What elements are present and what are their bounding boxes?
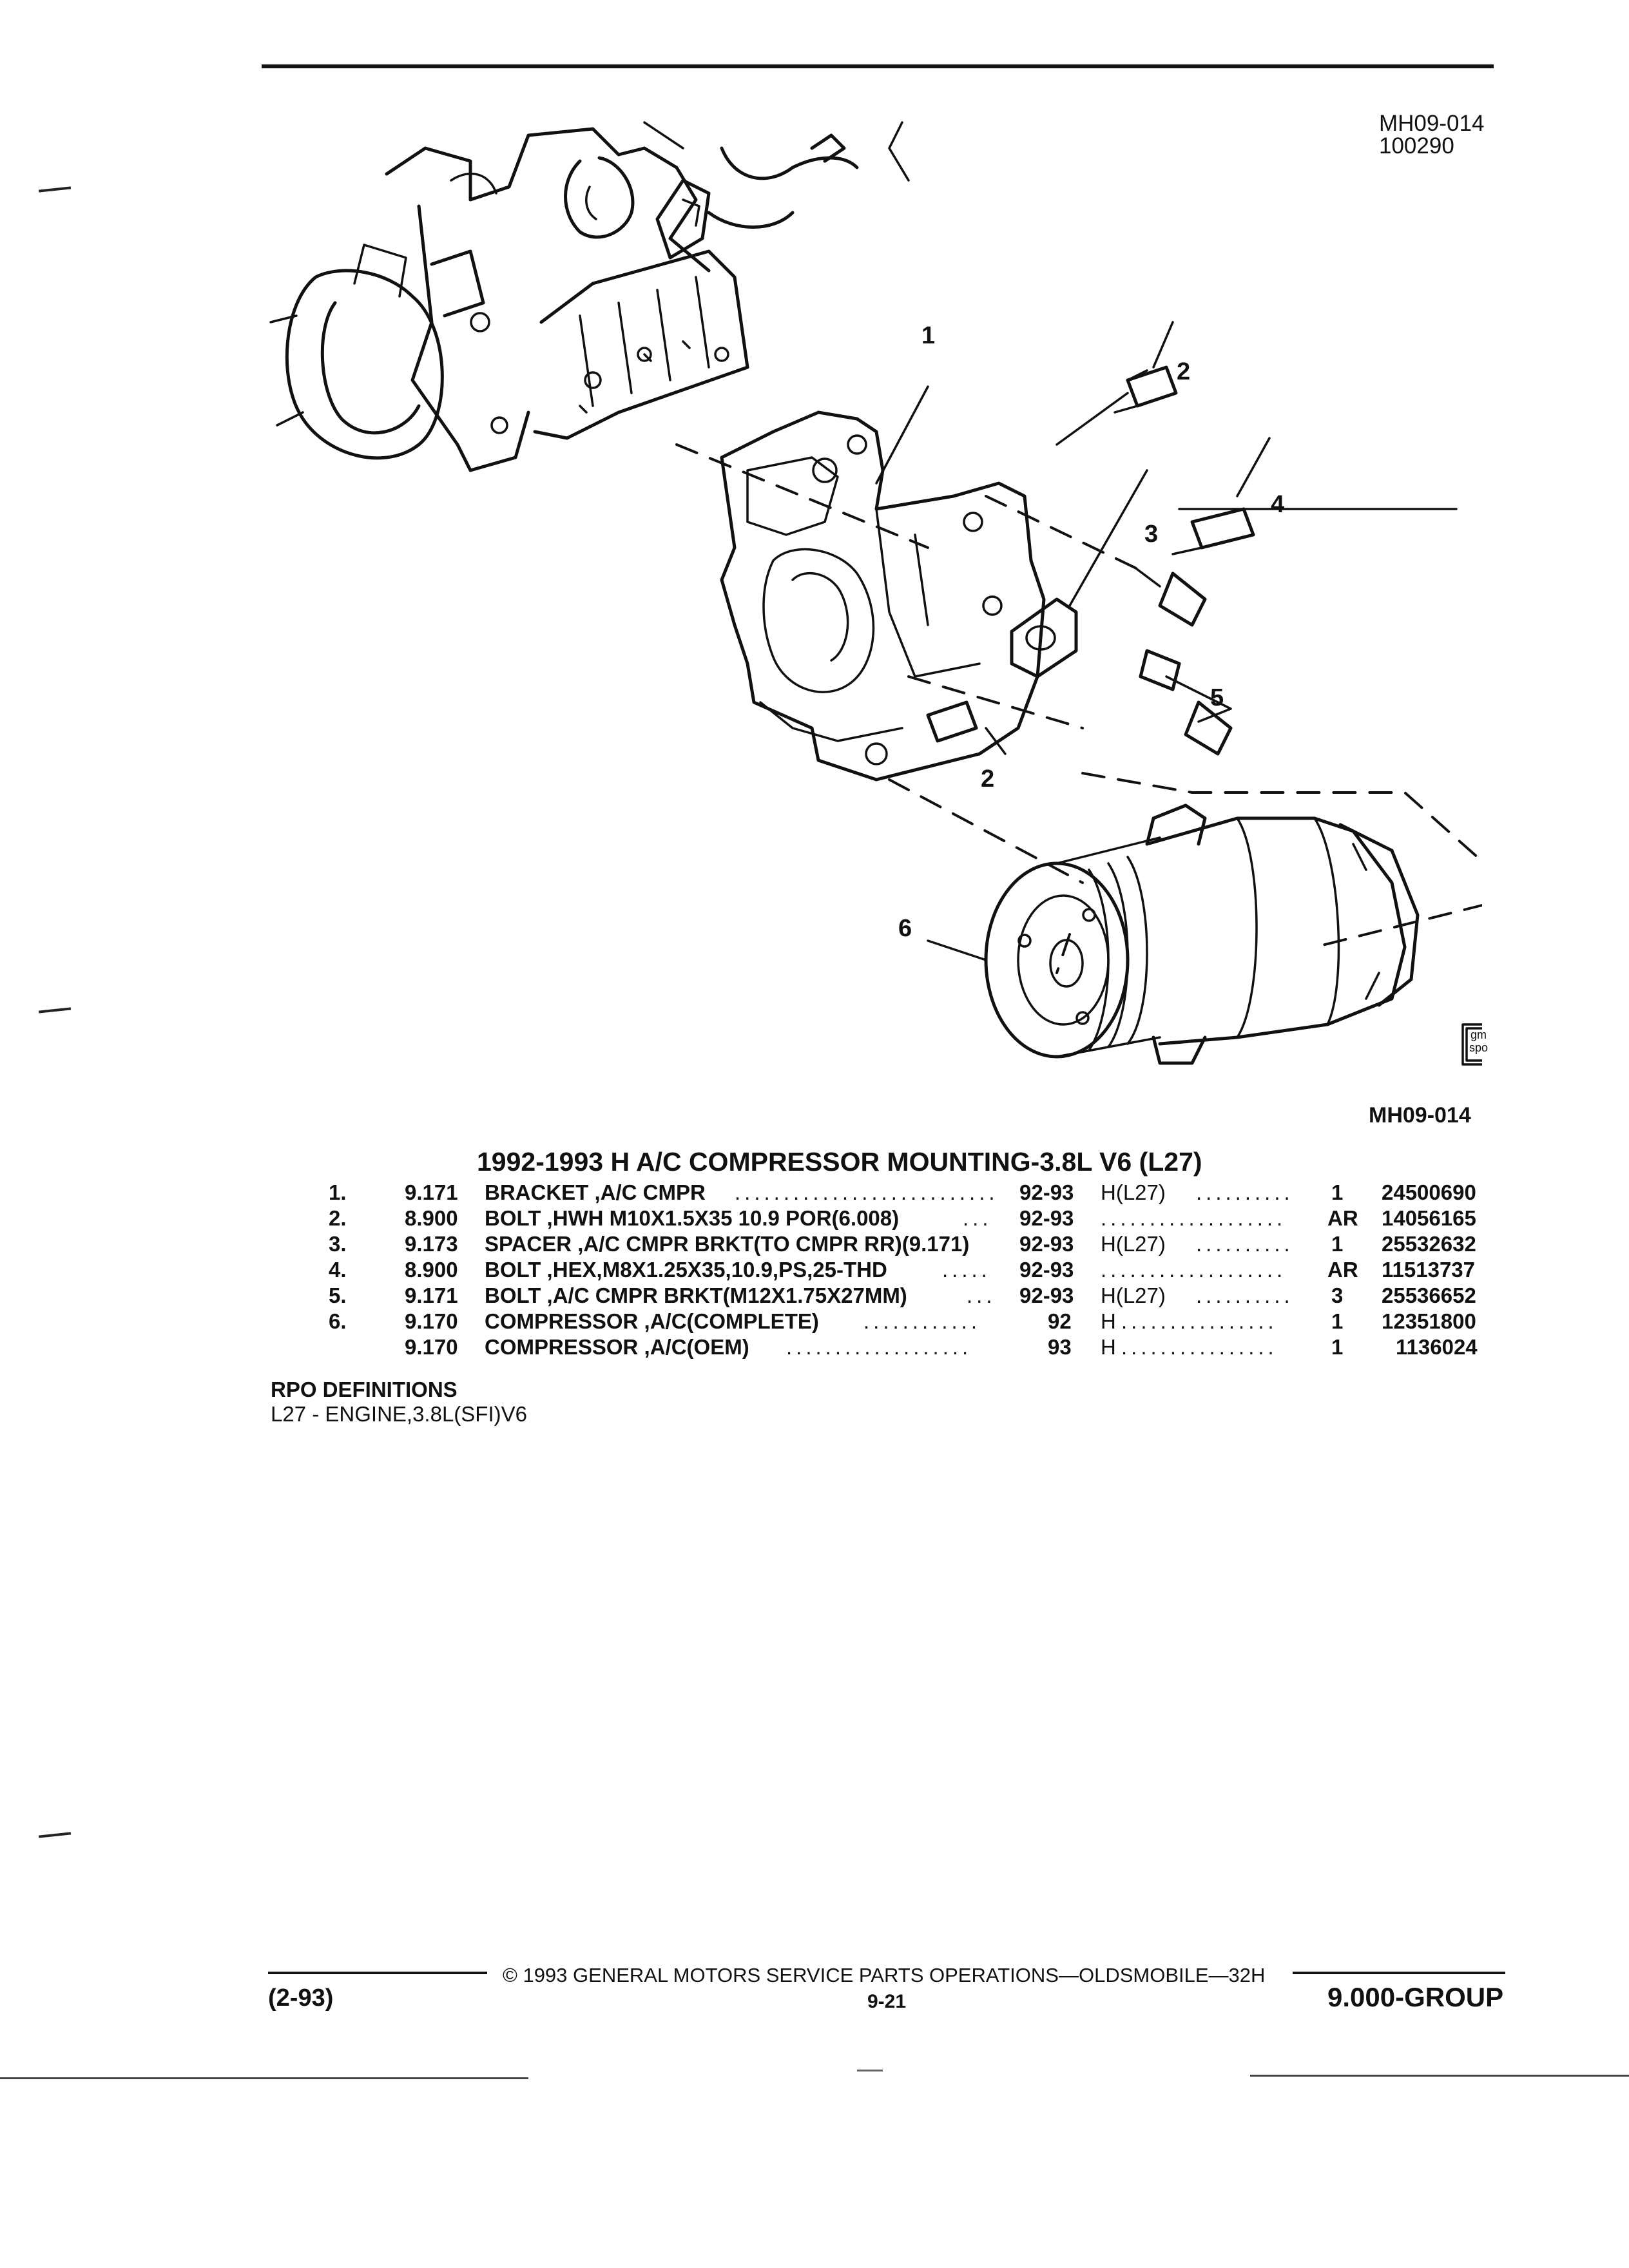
part-number: 25532632 [1382,1232,1476,1256]
model-years: 92-93 [1019,1180,1074,1204]
spacer-illustration [1010,597,1078,678]
item-number: 5. [329,1283,347,1307]
leader-dots: ........................... [735,1180,999,1204]
quantity: AR [1327,1206,1358,1230]
compressor-mounting-diagram [269,121,1482,1066]
footer-group: 9.000-GROUP [1327,1982,1504,2012]
usage-code: H(L27) [1101,1232,1166,1256]
figure-code: MH09-014 [1369,1103,1471,1128]
footer-date-code: (2-93) [268,1984,334,2012]
header-ref-code: MH09-014 [1379,111,1485,136]
leader-dots: ................... [786,1335,972,1359]
model-years: 92 [1048,1309,1072,1333]
rpo-heading: RPO DEFINITIONS [271,1378,458,1401]
quantity: 1 [1331,1180,1344,1204]
item-number: 4. [329,1258,347,1282]
callout-4: 4 [1271,491,1285,518]
quantity: 3 [1331,1283,1344,1307]
group-number: 9.170 [405,1309,458,1333]
part-number: 11513737 [1382,1258,1476,1282]
parts-list: 1. 9.171 BRACKET ,A/C CMPR .............… [0,1180,1629,1374]
item-number: 2. [329,1206,347,1230]
margin-mark [38,186,72,193]
leader-dots: .......... [1196,1283,1294,1307]
part-description: BOLT ,HEX,M8X1.25X35,10.9,PS,25-THD [485,1258,887,1282]
leader-lines [875,321,1271,961]
part-description: BOLT ,A/C CMPR BRKT(M12X1.75X27MM) [485,1283,907,1307]
quantity: 1 [1331,1309,1344,1333]
bolt-illustrations [926,365,1255,756]
part-description: BRACKET ,A/C CMPR [485,1180,706,1204]
logo-text-gm: gm [1470,1028,1487,1041]
model-years: 92-93 [1019,1283,1074,1307]
group-number: 9.173 [405,1232,458,1256]
rpo-definition: L27 - ENGINE,3.8L(SFI)V6 [271,1402,527,1426]
leader-dots: ............ [863,1309,981,1333]
model-years: 92-93 [1019,1258,1074,1282]
compressor-illustration [984,803,1420,1065]
usage-code: H [1101,1309,1116,1333]
parts-title: 1992-1993 H A/C COMPRESSOR MOUNTING-3.8L… [477,1147,1202,1177]
part-number: 12351800 [1382,1309,1476,1333]
leader-dots: ................ [1121,1335,1278,1359]
callout-2-upper: 2 [1177,358,1191,385]
gm-spo-logo [1461,1023,1482,1066]
part-number: 24500690 [1382,1180,1476,1204]
part-number: 14056165 [1382,1206,1476,1230]
quantity: 1 [1331,1335,1344,1359]
usage-code: H(L27) [1101,1283,1166,1307]
footer-page-number: 9-21 [867,1991,907,2012]
logo-text-spo: spo [1469,1041,1489,1054]
callout-6: 6 [898,915,912,942]
item-number: 1. [329,1180,347,1204]
part-description: COMPRESSOR ,A/C(OEM) [485,1335,749,1359]
usage-code: H(L27) [1101,1180,1166,1204]
group-number: 9.171 [405,1180,458,1204]
model-years: 93 [1048,1335,1072,1359]
callout-1: 1 [921,322,936,349]
header-ref-date: 100290 [1379,133,1454,159]
footer-rule-left [268,1972,487,1974]
usage-code: H [1101,1335,1116,1359]
leader-dots: .......... [1196,1180,1294,1204]
scan-edge-line [0,2077,528,2079]
item-number: 6. [329,1309,347,1333]
leader-dots: ... [963,1206,992,1230]
model-years: 92-93 [1019,1206,1074,1230]
group-number: 9.170 [405,1335,458,1359]
group-number: 8.900 [405,1258,458,1282]
model-years: 92-93 [1019,1232,1074,1256]
item-number: 3. [329,1232,347,1256]
margin-mark [38,1832,72,1838]
header-rule [262,64,1494,68]
leader-dots: ................ [1121,1309,1278,1333]
scan-edge-line [1250,2075,1629,2077]
engine-block-illustration [269,121,910,472]
callout-2-lower: 2 [981,765,995,793]
margin-mark [38,1007,72,1014]
footer-rule-right [1293,1972,1505,1974]
leader-dots: ................... [1101,1206,1287,1230]
quantity: AR [1327,1258,1358,1282]
part-number: 1136024 [1396,1335,1478,1359]
part-description: BOLT ,HWH M10X1.5X35 10.9 POR(6.008) [485,1206,900,1230]
quantity: 1 [1331,1232,1344,1256]
leader-dots: ................... [1101,1258,1287,1282]
group-number: 9.171 [405,1283,458,1307]
leader-dots: .......... [1196,1232,1294,1256]
callout-5: 5 [1210,684,1224,711]
callout-3: 3 [1144,521,1159,548]
footer-copyright: © 1993 GENERAL MOTORS SERVICE PARTS OPER… [503,1964,1266,1986]
part-number: 25536652 [1382,1283,1476,1307]
leader-dots: ..... [942,1258,991,1282]
leader-dots: ... [967,1283,996,1307]
alignment-dashes [675,392,1482,974]
part-description: COMPRESSOR ,A/C(COMPLETE) [485,1309,819,1333]
scan-edge-line [857,2070,883,2071]
group-number: 8.900 [405,1206,458,1230]
part-description: SPACER ,A/C CMPR BRKT(TO CMPR RR)(9.171) [485,1232,970,1256]
mounting-bracket-illustration [720,410,1046,782]
